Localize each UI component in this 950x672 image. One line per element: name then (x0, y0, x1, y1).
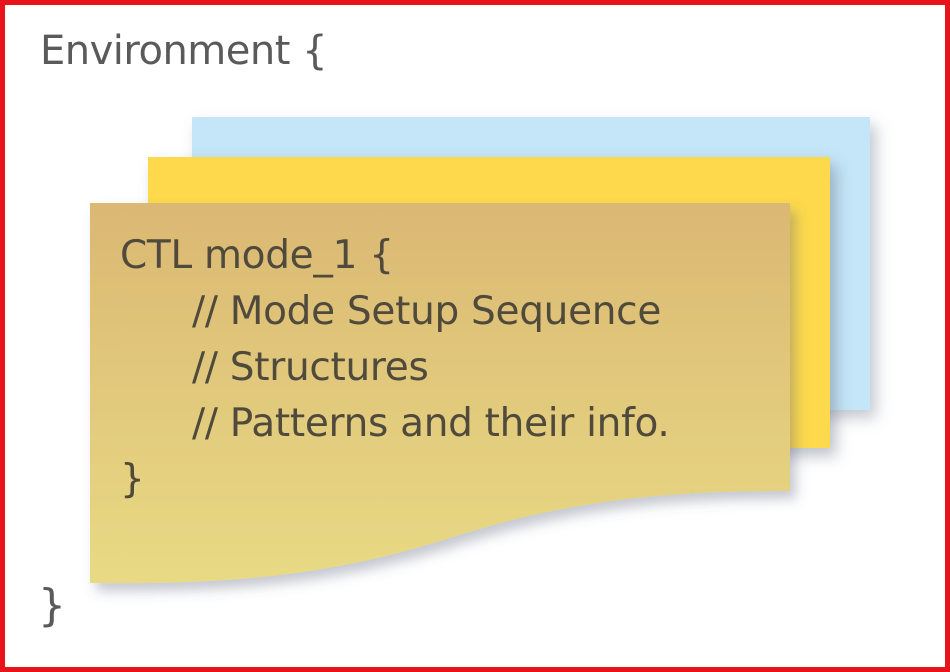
environment-open-label: Environment { (40, 28, 328, 74)
environment-close-label: } (38, 580, 66, 631)
comment-mode-setup: // Mode Setup Sequence (192, 289, 662, 334)
front-note-shape (90, 203, 790, 584)
comment-structures: // Structures (192, 345, 429, 390)
ctl-footer: } (120, 457, 145, 502)
front-note (90, 203, 790, 593)
ctl-header: CTL mode_1 { (120, 233, 394, 278)
comment-patterns: // Patterns and their info. (192, 401, 670, 446)
code-block: CTL mode_1 { // Mode Setup Sequence // Str… (120, 228, 670, 508)
